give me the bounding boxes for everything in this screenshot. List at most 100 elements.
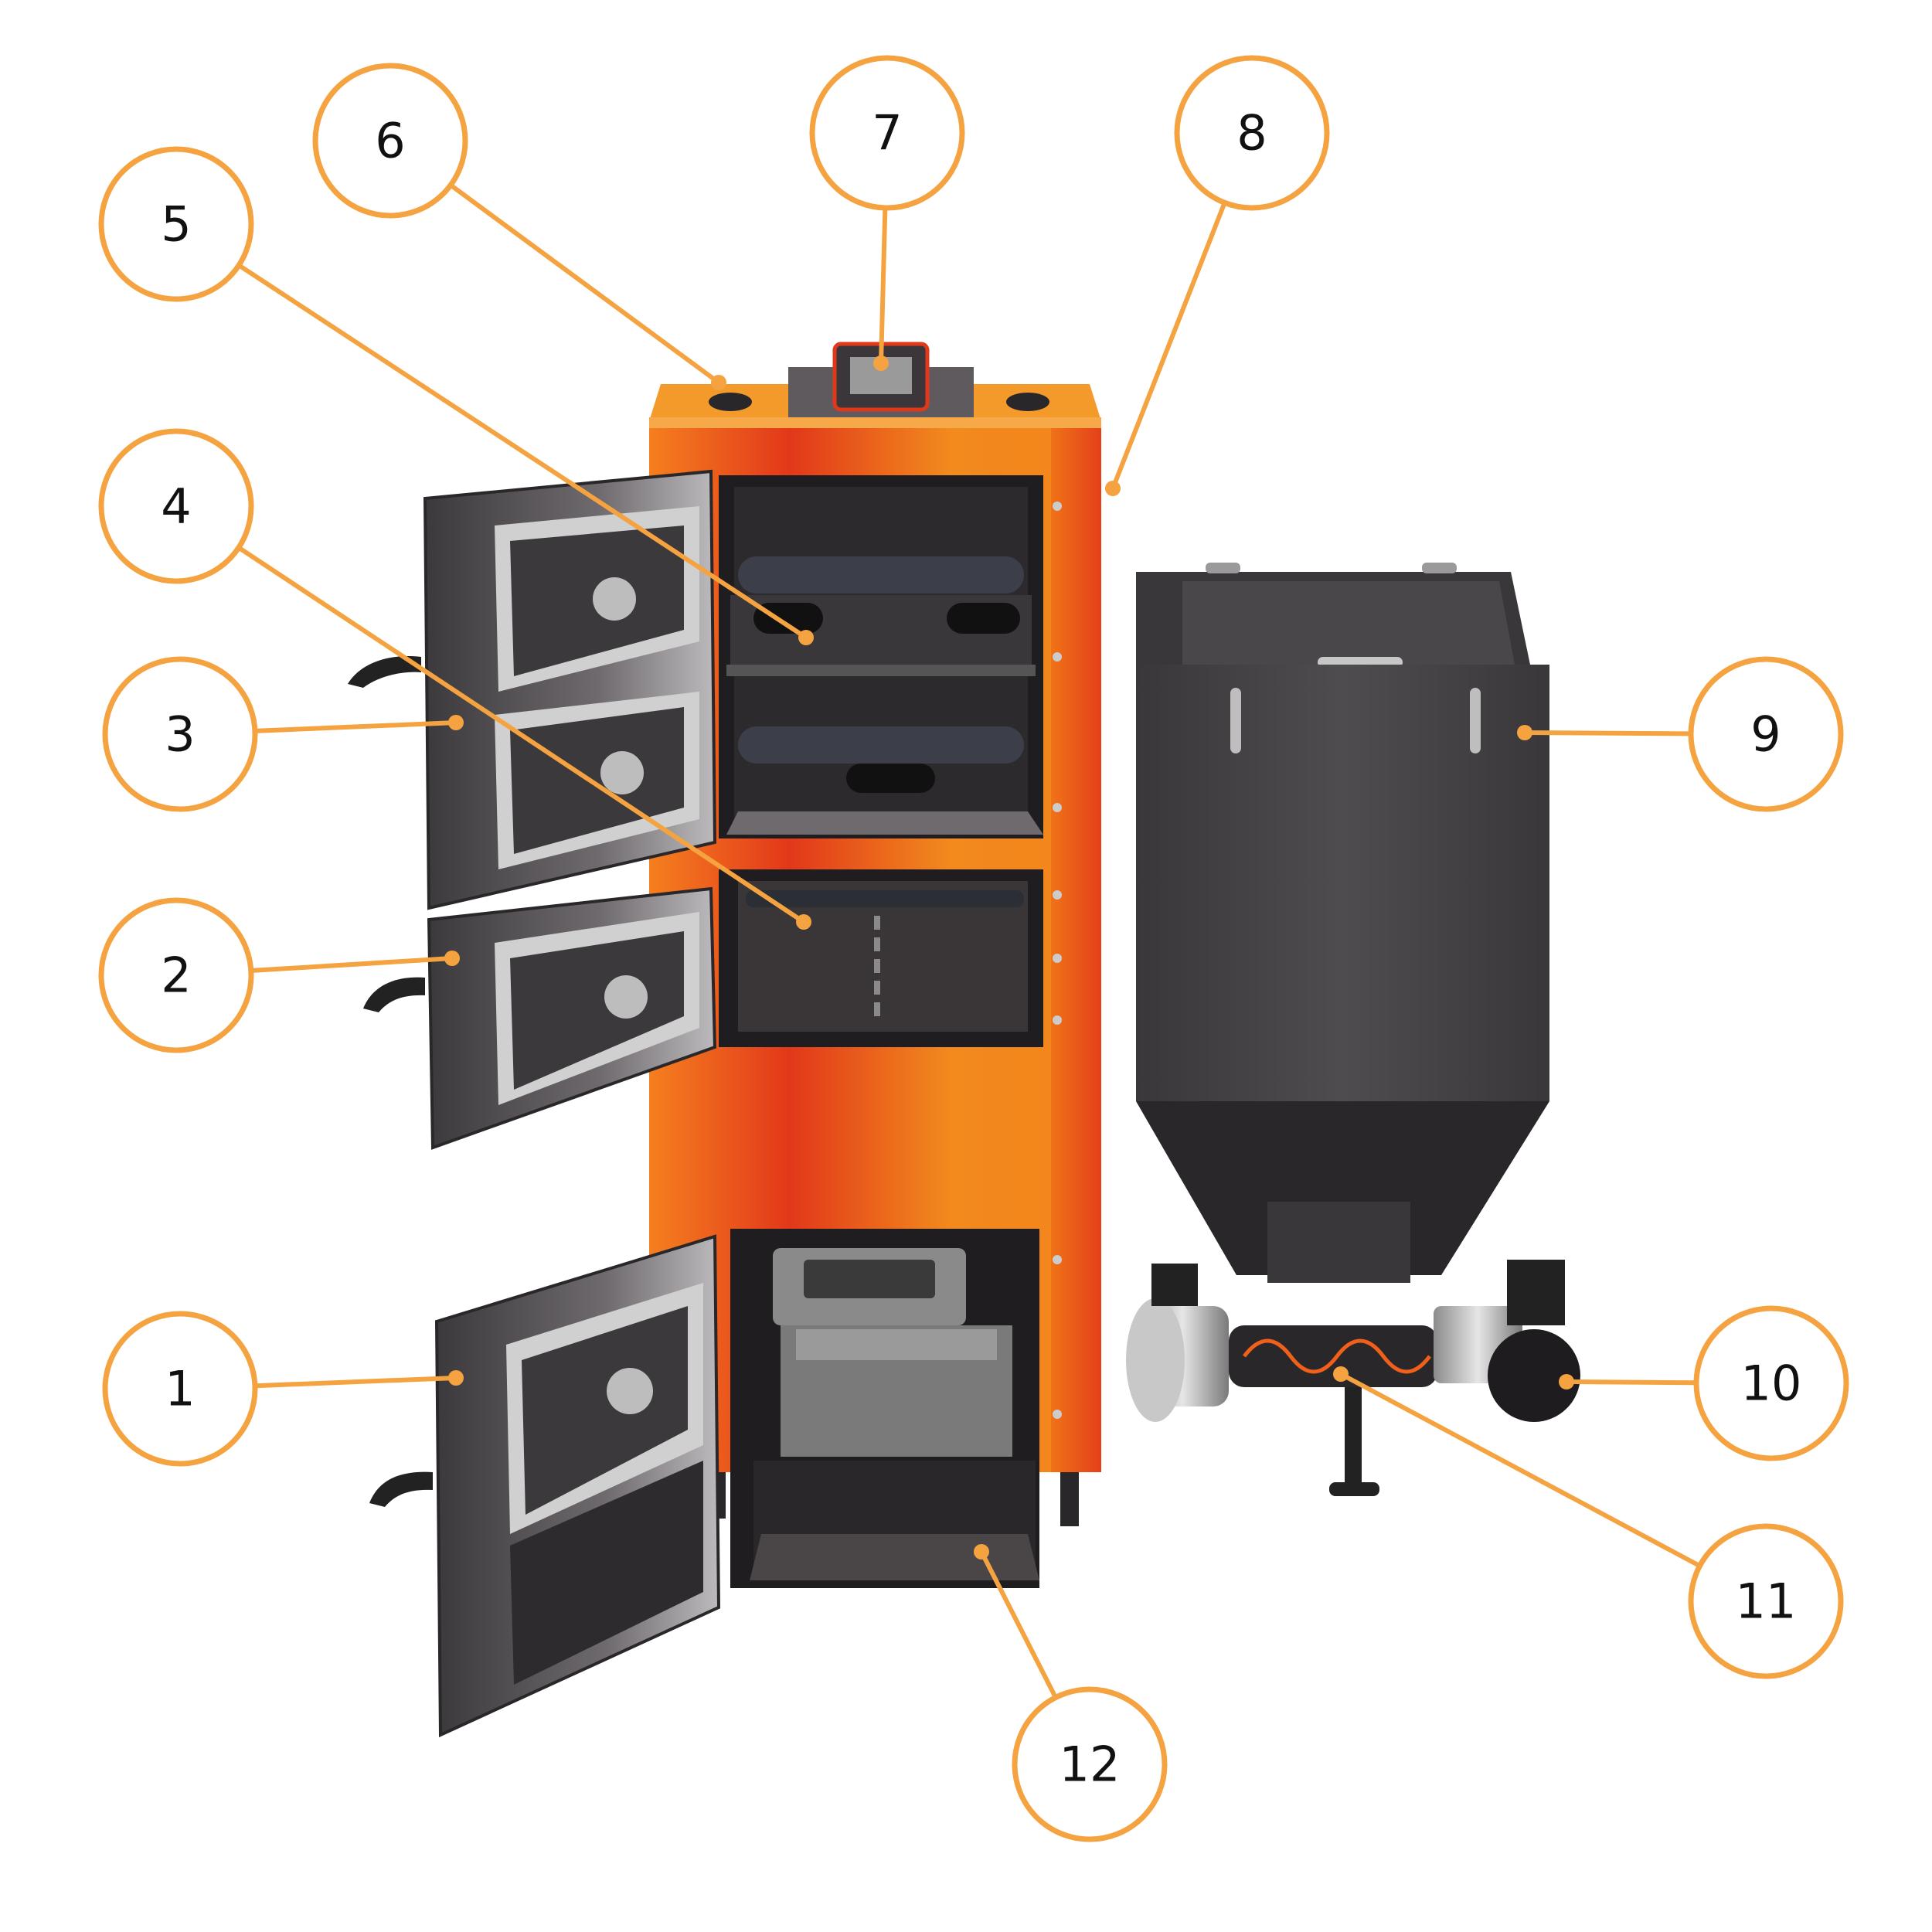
auger-leg: [1345, 1387, 1362, 1488]
heat-exchanger-pipe-top: [738, 556, 1024, 594]
hopper-lid-top: [1182, 581, 1515, 665]
callout-3: 3: [102, 656, 464, 812]
callout-leader-line: [979, 1550, 1058, 1699]
callout-circle: [1693, 1305, 1849, 1461]
callout-number: 3: [165, 706, 195, 763]
callout-number: 8: [1236, 105, 1267, 162]
callout-6: 6: [312, 63, 726, 390]
callout-leader-line: [250, 956, 453, 974]
flue-slot-center: [846, 764, 935, 793]
callout-number: 10: [1741, 1355, 1802, 1412]
ash-door-lower-panel: [510, 1461, 703, 1685]
ash-door: [369, 1234, 721, 1738]
callout-circle: [102, 1311, 258, 1467]
callout-anchor-dot: [796, 914, 811, 930]
callout-leader-line: [254, 1376, 457, 1389]
callout-anchor-dot: [873, 355, 889, 371]
middle-door-peephole: [600, 751, 644, 794]
top-pipe-left: [709, 393, 752, 411]
callout-number: 12: [1060, 1736, 1121, 1793]
middle-door-panel: [510, 707, 684, 854]
callout-number: 6: [375, 113, 405, 169]
auger-leg-foot: [1329, 1482, 1379, 1496]
hopper-funnel: [1136, 1101, 1549, 1275]
callout-circle: [1174, 55, 1330, 211]
callout-leader-line: [237, 263, 808, 640]
hopper-lid-knob-right: [1422, 563, 1457, 573]
boiler-body: [649, 342, 1101, 1588]
callout-number: 5: [161, 196, 191, 253]
hinge-pin: [1053, 502, 1062, 511]
top-pipe-right: [1006, 393, 1049, 411]
callout-number: 1: [165, 1361, 195, 1417]
callout-10: 10: [1559, 1305, 1849, 1461]
callout-circle: [98, 146, 254, 302]
callout-4: 4: [98, 428, 811, 930]
upper-door-handle: [348, 656, 421, 688]
hinge-pin: [1053, 1410, 1062, 1419]
callout-anchor-dot: [1105, 481, 1121, 496]
ash-door-handle: [369, 1471, 433, 1507]
fuel-hopper: [1136, 563, 1549, 1283]
auger-tube: [1229, 1325, 1437, 1387]
auger-screw: [1243, 1338, 1431, 1374]
burner-block-top: [796, 1329, 997, 1360]
shelf: [726, 665, 1036, 676]
hinge-pin: [1053, 652, 1062, 662]
callout-anchor-dot: [711, 375, 726, 390]
hinge-pin: [1053, 890, 1062, 900]
hopper-latch-left: [1230, 688, 1241, 753]
callout-leader-line: [1566, 1379, 1697, 1386]
callout-7: 7: [809, 55, 965, 371]
callout-leader-line: [237, 546, 805, 924]
callout-number: 11: [1736, 1573, 1797, 1630]
boiler-top-edge: [649, 417, 1101, 428]
callout-anchor-dot: [1333, 1366, 1349, 1382]
callout-leader-line: [449, 183, 720, 385]
lower-door: [363, 886, 717, 1150]
burner-grate-inner: [804, 1260, 935, 1298]
boiler-side-panel: [1051, 421, 1101, 1472]
lower-door-peephole: [604, 975, 648, 1019]
callout-anchor-dot: [974, 1544, 989, 1560]
ash-pan-front: [750, 1534, 1039, 1580]
callout-anchor-dot: [448, 1370, 464, 1386]
flue-slot-left: [753, 603, 823, 634]
callout-11: 11: [1333, 1366, 1844, 1679]
gear-motor: [1488, 1329, 1580, 1422]
flue-slot-right: [947, 603, 1020, 634]
ash-door-panel: [522, 1306, 688, 1515]
auger-feeder: [1126, 1260, 1580, 1496]
callout-2: 2: [98, 897, 460, 1053]
callout-12: 12: [974, 1544, 1168, 1842]
callout-1: 1: [102, 1311, 464, 1467]
lower-door-panel: [510, 931, 684, 1090]
callout-circle: [102, 656, 258, 812]
callout-leader-line: [1339, 1372, 1701, 1568]
callout-number: 7: [872, 105, 902, 162]
heat-exchanger-pipe-mid: [738, 726, 1024, 764]
hinge-pin: [1053, 1255, 1062, 1264]
callout-circle: [1688, 1523, 1844, 1679]
callout-circle: [1688, 656, 1844, 812]
callout-9: 9: [1517, 656, 1844, 812]
hinge-pin: [1053, 954, 1062, 963]
boiler-foot: [1060, 1472, 1079, 1526]
callout-number: 9: [1750, 706, 1781, 763]
callout-5: 5: [98, 146, 814, 645]
hopper-lid-knob-left: [1206, 563, 1240, 573]
callout-circle: [98, 897, 254, 1053]
callout-anchor-dot: [1559, 1374, 1574, 1389]
callout-circle: [312, 63, 468, 219]
upper-chamber-floor: [726, 811, 1043, 835]
callout-anchor-dot: [1517, 725, 1532, 740]
upper-door-peephole: [593, 577, 636, 621]
callout-leader-line: [879, 207, 888, 364]
upper-door: [348, 469, 717, 910]
callout-circle: [98, 428, 254, 584]
callout-circle: [809, 55, 965, 211]
callout-number: 4: [161, 478, 191, 535]
lower-door-handle: [363, 977, 425, 1012]
